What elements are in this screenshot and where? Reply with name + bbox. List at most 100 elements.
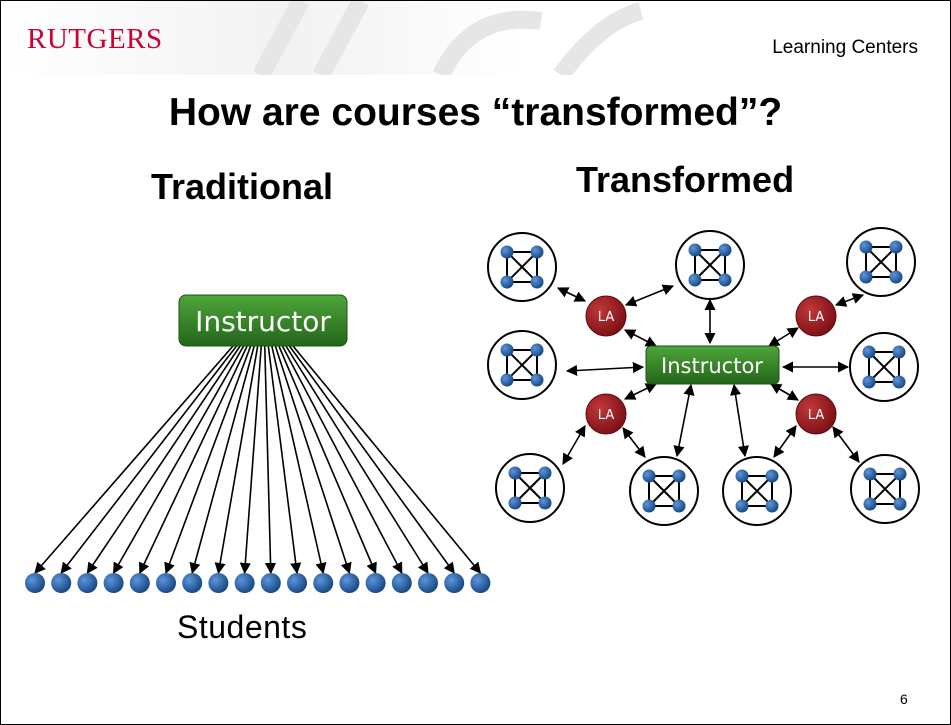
instructor-student-arrow [263,345,277,575]
traditional-heading: Traditional [151,166,334,207]
la-label: LA [598,408,615,423]
instructor-student-arrow [139,345,248,575]
group-student-dot [862,375,876,389]
la-label: LA [808,408,825,423]
slide-title: How are courses “transformed”? [168,91,783,134]
interaction-arrow [624,284,675,307]
instructor-student-arrow [239,345,263,575]
rutgers-logo: RUTGERS [27,23,163,55]
group-student-dot [672,469,686,483]
interaction-arrow [673,383,695,458]
student-group [675,230,745,300]
group-student-dot [530,343,544,357]
group-student-dot [735,499,749,513]
group-student-dot [538,496,552,510]
group-student-dot [530,373,544,387]
la-label: LA [598,310,615,325]
group-student-dot [688,243,702,257]
student-group [846,227,916,297]
instructor-student-arrow [60,345,238,574]
header-watermark [253,1,644,75]
la-label: LA [808,310,825,325]
instructor-student-arrow [285,345,429,574]
group-student-dot [892,345,906,359]
group-student-dot [530,245,544,259]
la-node: LA [795,393,837,435]
group-student-dot [718,273,732,287]
student-group [850,454,920,524]
group-student-dot [500,373,514,387]
interaction-arrow [773,425,797,458]
instructor-student-arrow [278,345,377,575]
student-dot [129,573,150,593]
instructor-student-arrow [271,345,327,575]
interaction-arrow [556,287,587,302]
student-dot [418,573,438,593]
student-dot [391,573,412,593]
student-dot [339,573,360,593]
instructor-student-arrow [189,345,255,575]
student-dot [313,573,334,593]
instructor-student-arrow [164,345,252,575]
group-student-dot [765,469,779,483]
group-student-dot [672,499,686,513]
student-group [849,332,919,402]
la-node: LA [795,295,837,337]
group-student-dot [892,375,906,389]
group-student-dot [688,273,702,287]
group-student-dot [500,245,514,259]
traditional-instructor-label: Instructor [195,305,331,338]
group-student-dot [500,343,514,357]
student-dot [182,573,203,593]
student-dot [365,573,386,593]
traditional-arrows [34,345,482,575]
transformed-arrows [556,284,865,465]
interaction-arrow [832,426,860,463]
group-student-dot [893,497,907,511]
interaction-arrow [624,329,657,347]
interaction-arrow [623,383,658,400]
group-student-dot [735,469,749,483]
group-student-dot [859,240,873,254]
instructor-student-arrow [281,345,403,574]
la-node: LA [585,393,627,435]
interaction-arrow [622,427,646,458]
instructor-student-arrow [267,345,302,575]
group-student-dot [508,466,522,480]
student-dot [103,573,124,593]
group-student-dot [530,275,544,289]
group-student-dot [863,467,877,481]
transformed-las: LA LA LA LA [585,295,837,435]
instructor-student-arrow [292,345,482,574]
traditional-students [25,573,491,593]
students-label: Students [177,609,308,645]
student-group [722,456,792,526]
instructor-student-arrow [288,345,455,574]
group-student-dot [893,467,907,481]
transformed-instructor-box: Instructor [645,345,780,385]
instructor-student-arrow [34,345,234,574]
student-dot [156,573,176,593]
group-student-dot [862,345,876,359]
student-group [495,453,565,523]
student-dot [287,573,307,593]
student-group [487,330,557,400]
student-dot [77,573,98,593]
student-group [487,232,557,302]
student-dot [444,573,465,593]
student-dot [470,573,491,593]
group-student-dot [500,275,514,289]
group-student-dot [508,496,522,510]
group-student-dot [538,466,552,480]
group-student-dot [889,240,903,254]
student-dot [234,573,255,593]
interaction-arrow [834,293,865,307]
group-student-dot [863,497,877,511]
group-student-dot [859,270,873,284]
student-group [629,456,699,526]
page-number: 6 [900,691,908,707]
traditional-instructor-box: Instructor [178,294,348,347]
group-student-dot [889,270,903,284]
